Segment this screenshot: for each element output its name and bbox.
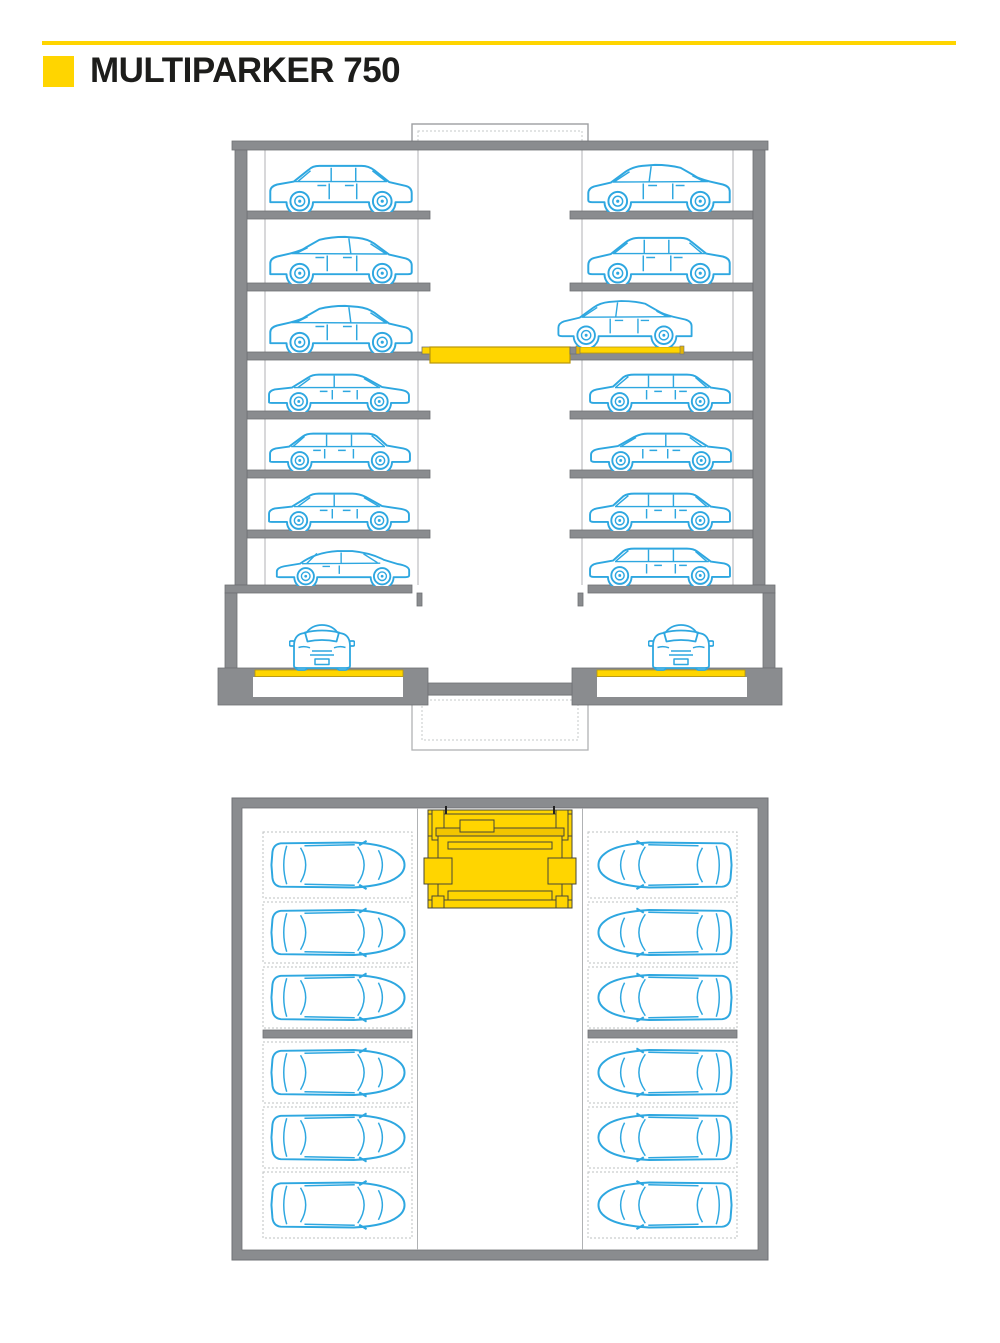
ground-pallet-right [596,669,746,677]
entry-ceiling-left [224,584,413,594]
plan-car-right-1 [597,839,733,891]
shelf-left-level-5 [246,351,431,361]
plan-car-left-1 [270,839,406,891]
lift-small-box [459,819,495,833]
side-car-level-7-left-suv [269,164,413,212]
lift-wing-right [547,857,577,885]
pit-cover-band [427,682,573,696]
shelf-right-level-4 [569,410,754,420]
plan-wall-outer-edge [231,797,769,1261]
plan-car-right-4 [597,1047,733,1098]
front-car-entry-right [648,624,714,671]
shelf-left-level-4 [246,410,431,420]
ground-pallet-left [254,669,404,677]
plan-car-right-5 [597,1112,733,1163]
shelf-right-level-3 [569,469,754,479]
plan-lift-assembly [423,806,577,909]
side-car-level-5-left-coupe_suv [269,304,413,353]
side-car-level-3-left-wagon [269,432,411,471]
pit-outline [411,694,589,751]
side-car-level-6-left-coupe_suv [269,235,413,284]
lift-platform [429,346,571,364]
section-view-diagram [217,123,783,751]
shelf-left-level-6 [246,282,431,292]
plan-outer-wall [232,798,768,1260]
side-car-level-1-right-wagon [589,547,731,586]
lift-body-bar-top [447,841,553,850]
page-title: MULTIPARKER 750 [90,51,401,90]
side-car-level-3-right-sedan [590,432,732,471]
entry-wall-right [762,592,776,669]
pallet-recess-right [597,677,747,697]
side-car-level-1-left-coupe [275,550,411,586]
shelf-left-level-3 [246,469,431,479]
plan-car-right-2 [597,907,733,958]
entry-ceiling-right [587,584,776,594]
pit-inner-dotted [421,699,579,741]
pallet-recess-left [253,677,403,697]
car-pallet-on-shelf [576,346,684,354]
tower-wall-left [234,149,248,586]
plan-car-left-6 [270,1179,406,1231]
entry-wall-left [224,592,238,669]
plan-car-right-6 [597,1179,733,1231]
roof-beam [231,140,769,151]
side-car-level-4-left-sedan [268,373,410,412]
lift-cross-band [435,827,565,837]
side-car-level-2-right-wagon [589,492,731,531]
plan-divider-left [262,1029,413,1039]
shelf-right-level-6 [569,282,754,292]
shelf-right-level-7 [569,210,754,220]
lift-grip-left [421,346,431,355]
side-car-level-4-right-wagon [589,373,731,412]
title-bullet-square [43,56,74,87]
lift-overrun-box [411,123,589,143]
plan-car-right-3 [597,972,733,1023]
shelf-left-level-2 [246,529,431,539]
side-car-level-2-left-sedan [268,492,410,531]
car-pallet-cap-left [575,345,581,355]
lift-tab-bottom-left [431,895,445,909]
lift-wing-left [423,857,453,885]
plan-car-left-3 [270,972,406,1023]
car-pallet-cap-right [679,345,685,355]
tower-wall-right [752,149,766,586]
plan-car-left-5 [270,1112,406,1163]
front-car-entry-left [289,624,355,671]
lift-bottom-rail [427,899,573,909]
entry-stub-left [416,592,423,607]
shelf-left-level-7 [246,210,431,220]
side-car-level-6-right-suv [587,236,731,284]
plan-car-left-2 [270,907,406,958]
side-car-level-5-on-lift [557,300,693,347]
entry-stub-right [577,592,584,607]
header-rule [42,41,956,45]
plan-car-left-4 [270,1047,406,1098]
lift-tab-bottom-right [555,895,569,909]
side-car-level-7-right-coupe_suv [587,163,731,212]
shelf-right-level-2 [569,529,754,539]
plan-divider-right [587,1029,738,1039]
plan-view-diagram [231,797,769,1261]
plan-wall-inner-edge [241,807,759,1251]
lift-body-bar-bottom [447,890,553,901]
